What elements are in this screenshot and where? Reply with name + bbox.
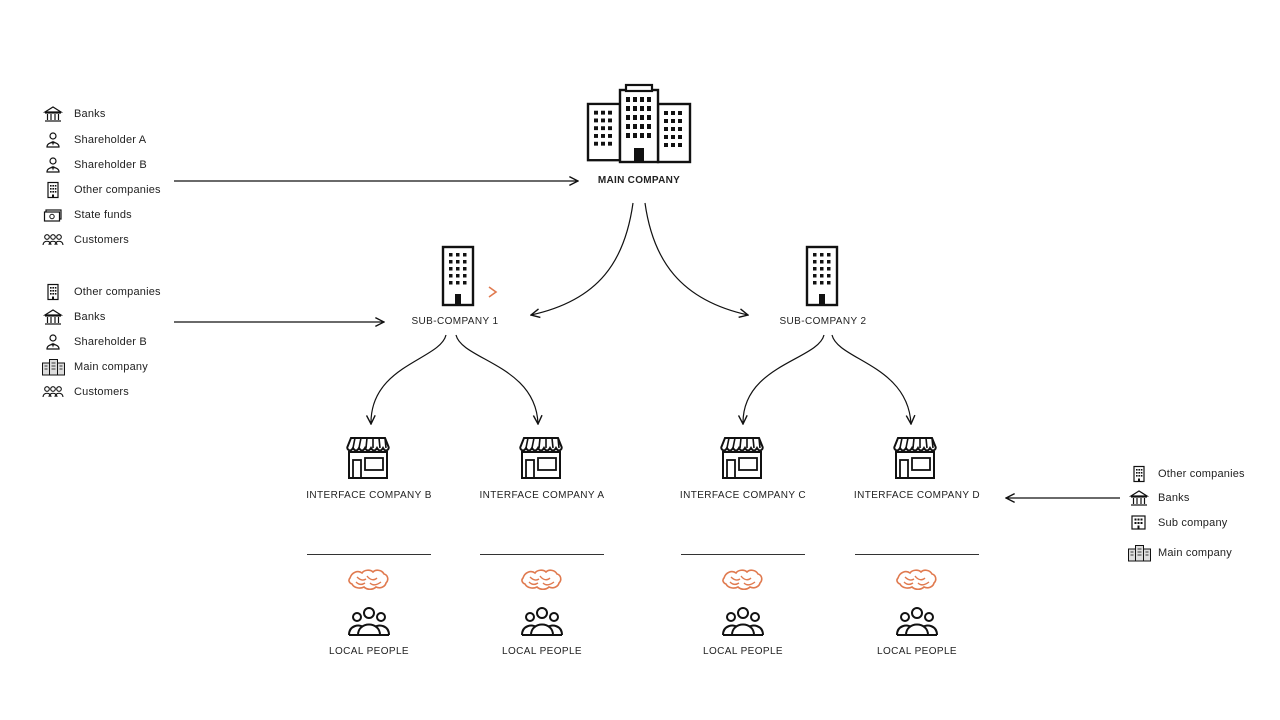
local-people-d-label: LOCAL PEOPLE — [876, 646, 958, 657]
person-icon — [42, 156, 64, 174]
sub1-funder-label: Shareholder B — [74, 336, 147, 348]
sub1-funder-item: Banks — [42, 307, 106, 327]
sub-company-1-icon — [441, 245, 475, 307]
main-funder-item: Shareholder A — [42, 130, 146, 150]
interface-d-funder-label: Banks — [1158, 492, 1190, 504]
main-company-icon — [586, 83, 692, 164]
sub-company-2-label: SUB-COMPANY 2 — [779, 316, 867, 327]
interface-company-c-label: INTERFACE COMPANY C — [679, 490, 807, 501]
sub1-funder-label: Customers — [74, 386, 129, 398]
group-icon — [42, 383, 64, 401]
building-icon — [1128, 465, 1150, 483]
interface-company-b-label: INTERFACE COMPANY B — [306, 490, 432, 501]
bank-icon — [42, 308, 64, 326]
sub1-funder-label: Other companies — [74, 286, 161, 298]
arrow-main-to-sub-1 — [531, 202, 634, 315]
sub1-funder-label: Main company — [74, 361, 148, 373]
local-people-c-label: LOCAL PEOPLE — [702, 646, 784, 657]
people-icon — [521, 607, 563, 636]
small-building-icon — [1128, 514, 1150, 532]
group-icon — [42, 231, 64, 249]
interface-company-a-shop-icon — [519, 437, 563, 479]
interface-company-a-label: INTERFACE COMPANY A — [479, 490, 605, 501]
interface-company-d-label: INTERFACE COMPANY D — [853, 490, 981, 501]
main-funder-label: Customers — [74, 234, 129, 246]
company-icon — [1127, 544, 1151, 562]
local-people-a-label: LOCAL PEOPLE — [501, 646, 583, 657]
sub1-funder-item: Shareholder B — [42, 332, 147, 352]
main-funder-label: Shareholder A — [74, 134, 147, 146]
sub1-funder-label: Banks — [74, 311, 106, 323]
arrow-sub-2-to-interface-c — [743, 334, 825, 424]
building-icon — [42, 283, 64, 301]
people-icon — [722, 607, 764, 636]
person-icon — [42, 333, 64, 351]
interface-d-funder-item: Other companies — [1128, 464, 1245, 484]
handshake-icon — [521, 569, 562, 591]
arrow-sub-2-to-interface-d — [831, 334, 911, 424]
interface-company-c-shop-icon — [720, 437, 764, 479]
interface-d-funder-label: Main company — [1158, 547, 1232, 559]
handshake-icon — [896, 569, 937, 591]
interface-d-funder-item: Banks — [1128, 488, 1190, 508]
main-funder-item: Other companies — [42, 180, 161, 200]
sub-company-2-icon — [805, 245, 839, 307]
sub1-funder-item: Customers — [42, 382, 129, 402]
people-icon — [348, 607, 390, 636]
money-icon — [42, 206, 64, 224]
main-company-label: MAIN COMPANY — [597, 175, 681, 186]
main-funder-label: Shareholder B — [74, 159, 147, 171]
bank-icon — [42, 105, 64, 123]
main-funder-item: State funds — [42, 205, 132, 225]
divider-d — [855, 554, 979, 555]
main-funder-item: Shareholder B — [42, 155, 147, 175]
main-funder-item: Banks — [42, 104, 106, 124]
divider-b — [307, 554, 431, 555]
main-funder-label: Banks — [74, 108, 106, 120]
handshake-icon — [722, 569, 763, 591]
interface-d-funder-item: Main company — [1127, 543, 1232, 563]
interface-d-funder-label: Other companies — [1158, 468, 1245, 480]
company-icon — [41, 358, 65, 376]
divider-a — [480, 554, 604, 555]
local-people-b-label: LOCAL PEOPLE — [328, 646, 410, 657]
interface-company-d-shop-icon — [893, 437, 937, 479]
building-icon — [42, 181, 64, 199]
interface-d-funder-label: Sub company — [1158, 517, 1228, 529]
arrow-main-to-sub-2 — [644, 202, 748, 315]
people-icon — [896, 607, 938, 636]
interface-company-b-shop-icon — [346, 437, 390, 479]
divider-c — [681, 554, 805, 555]
sub-company-1-label: SUB-COMPANY 1 — [411, 316, 499, 327]
handshake-icon — [348, 569, 389, 591]
person-icon — [42, 131, 64, 149]
bank-icon — [1128, 489, 1150, 507]
accent-chevron-icon — [488, 286, 498, 298]
main-funder-label: State funds — [74, 209, 132, 221]
arrow-sub-1-to-interface-b — [371, 334, 447, 424]
sub1-funder-item: Main company — [41, 357, 148, 377]
main-funder-label: Other companies — [74, 184, 161, 196]
sub1-funder-item: Other companies — [42, 282, 161, 302]
interface-d-funder-item: Sub company — [1128, 513, 1227, 533]
main-funder-item: Customers — [42, 230, 129, 250]
arrow-sub-1-to-interface-a — [455, 334, 538, 424]
